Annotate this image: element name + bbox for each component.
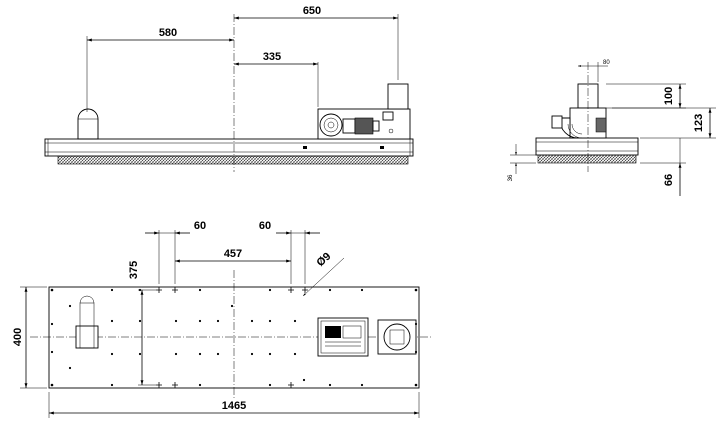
left-outlet	[77, 108, 99, 140]
dim-60-left: 60	[194, 220, 206, 232]
dim-650: 650	[303, 5, 321, 17]
side-view: 650 580 335	[44, 5, 414, 172]
dim-375: 375	[128, 261, 140, 279]
dim-100: 100	[663, 87, 675, 105]
plan-left-outlet	[75, 325, 99, 349]
plan-view: 60 60 457 375 Ø9 400 1465	[12, 220, 432, 418]
dim-1465: 1465	[222, 400, 246, 412]
end-view: 80 100 123 66 36	[508, 60, 716, 196]
filter-mat	[57, 155, 409, 165]
motor	[354, 117, 374, 135]
fan-wheel	[319, 113, 343, 137]
dim-335: 335	[263, 51, 281, 63]
mounting-holes	[50, 288, 418, 387]
dim-60-right: 60	[259, 220, 271, 232]
dim-457: 457	[224, 248, 242, 260]
dim-400: 400	[12, 328, 24, 346]
dim-123: 123	[693, 114, 705, 132]
cross-marks	[156, 287, 308, 388]
end-plate	[535, 137, 639, 156]
dim-66: 66	[663, 174, 675, 186]
dim-36: 36	[508, 174, 514, 181]
end-filter-mat	[537, 154, 637, 164]
hood-plate	[44, 138, 414, 157]
dim-580: 580	[159, 27, 177, 39]
fan-outlet	[387, 83, 409, 110]
dim-diameter-9: Ø9	[315, 250, 334, 269]
dim-80: 80	[603, 60, 610, 66]
